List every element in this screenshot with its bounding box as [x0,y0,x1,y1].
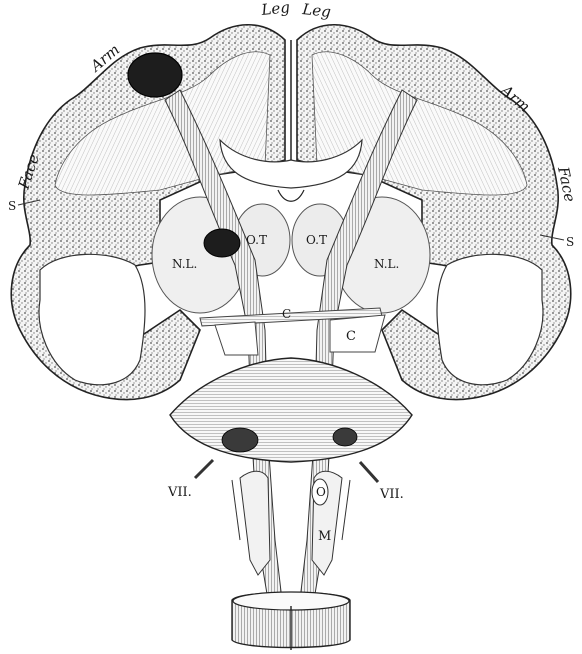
label-ot-left: O.T [246,233,267,247]
pons-lesion-right [333,428,357,446]
label-vii-left: VII. [167,485,192,500]
label-s-left: S [8,199,16,213]
left-crus-region [215,322,258,355]
label-c-left: C [282,307,291,321]
label-leg-left: Leg [260,0,291,19]
label-nl-right: N.L. [374,257,399,271]
label-vii-right: VII. [379,487,404,502]
label-ot-right: O.T [306,233,327,247]
right-facial-nerve [360,462,378,482]
label-nl-left: N.L. [172,257,197,271]
right-crus-region [330,315,385,352]
medulla-outline-left [232,480,240,540]
label-s-right: S [566,235,574,249]
medulla [240,471,270,575]
label-o: O [316,485,326,499]
pons-lesion-left [222,428,258,452]
medulla-outline-right [342,480,350,540]
midline-notch [278,190,304,201]
label-leg-right: Leg [301,0,332,21]
label-m: M [318,529,331,544]
arm-area-lesion [128,53,182,97]
internal-capsule-lesion [204,229,240,257]
pons [170,358,412,462]
left-facial-nerve [195,460,213,478]
label-c-right: C [346,329,356,344]
